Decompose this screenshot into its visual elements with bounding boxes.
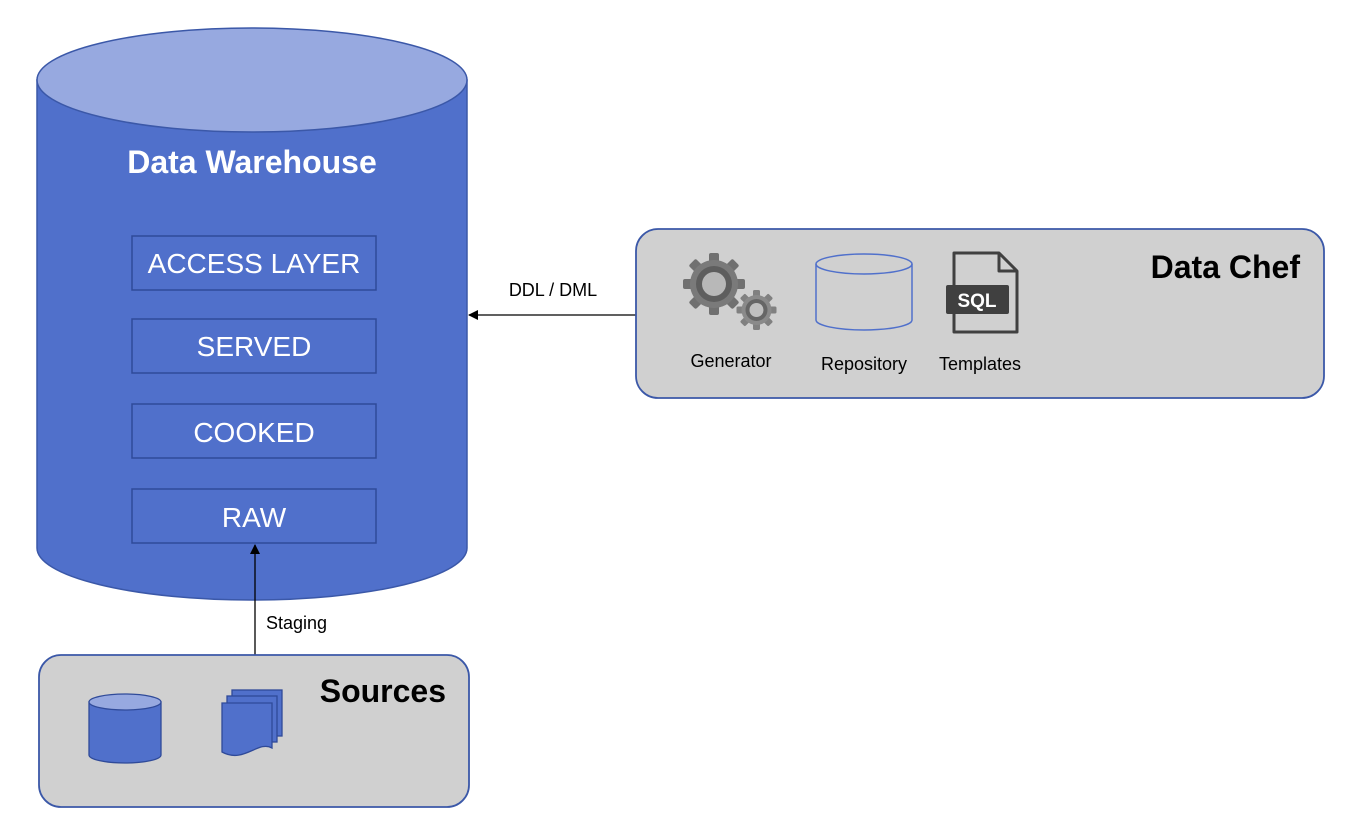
generator-label: Generator xyxy=(690,351,771,371)
sources-title: Sources xyxy=(320,673,446,709)
edge-ddl-dml-label: DDL / DML xyxy=(509,280,597,300)
small-gear xyxy=(736,290,777,330)
layer-cooked-label: COOKED xyxy=(193,417,314,448)
layer-served: SERVED xyxy=(131,318,377,374)
repository-label: Repository xyxy=(821,354,907,374)
templates-label: Templates xyxy=(939,354,1021,374)
gears-icon xyxy=(683,253,777,330)
sql-file-icon: SQL xyxy=(946,251,1019,334)
documents-icon xyxy=(221,689,283,757)
data-warehouse: Data Warehouse ACCESS LAYER SERVED COOKE… xyxy=(36,27,468,601)
edge-ddl-dml: DDL / DML xyxy=(468,280,636,320)
sources-panel: Sources xyxy=(38,654,470,808)
database-icon xyxy=(88,693,162,764)
layer-access-label: ACCESS LAYER xyxy=(148,248,361,279)
layer-raw-label: RAW xyxy=(222,502,287,533)
layer-cooked: COOKED xyxy=(131,403,377,459)
sql-badge: SQL xyxy=(957,291,996,312)
data-chef-title: Data Chef xyxy=(1151,249,1301,285)
layer-raw-box xyxy=(131,488,377,544)
layer-served-box xyxy=(131,318,377,374)
warehouse-top xyxy=(36,27,468,133)
data-chef-panel: Data Chef xyxy=(635,228,1325,399)
edge-staging: Staging xyxy=(250,544,327,655)
layer-access: ACCESS LAYER xyxy=(131,235,377,291)
layer-served-label: SERVED xyxy=(197,331,312,362)
cylinder-icon xyxy=(815,253,913,331)
warehouse-title: Data Warehouse xyxy=(127,144,377,180)
layer-access-box xyxy=(131,235,377,291)
edge-staging-label: Staging xyxy=(266,613,327,633)
large-gear xyxy=(683,253,745,315)
layer-cooked-box xyxy=(131,403,377,459)
layer-raw: RAW xyxy=(131,488,377,544)
